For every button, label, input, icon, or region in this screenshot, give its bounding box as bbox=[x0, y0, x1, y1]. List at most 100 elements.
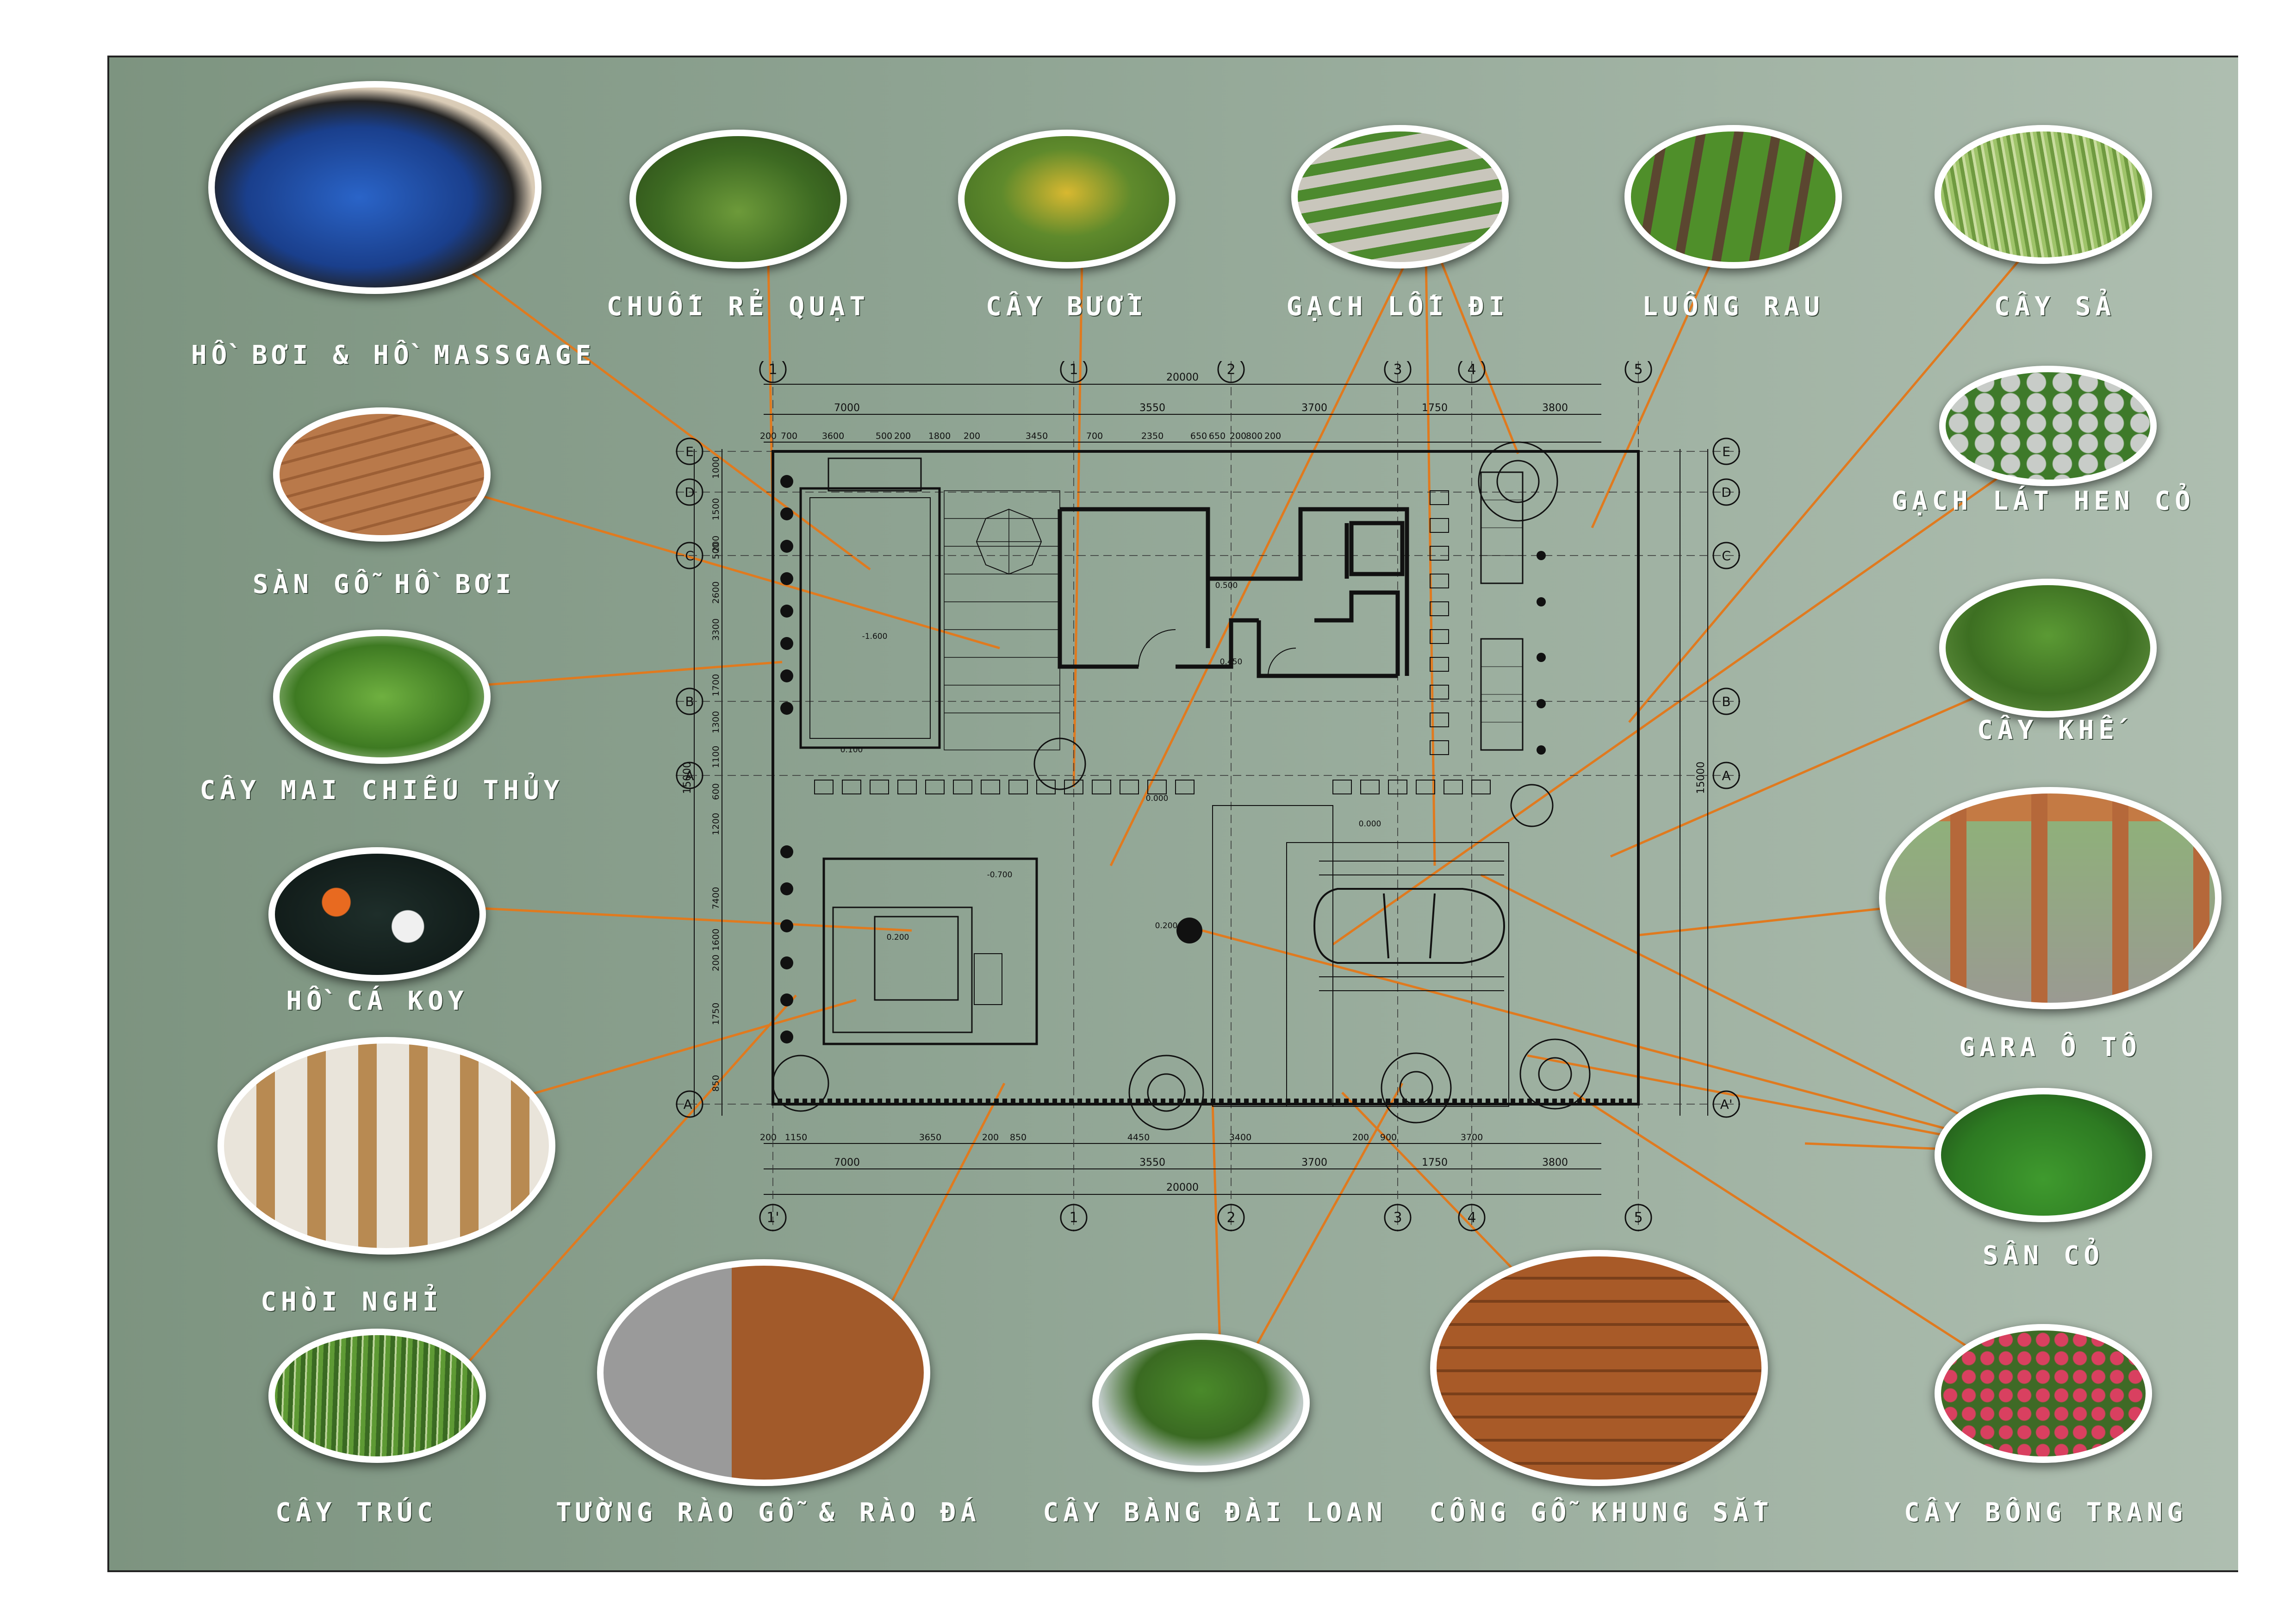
dim-top-sub-10: 650 bbox=[1190, 431, 1207, 441]
label-lemongrass: CÂY SẢ bbox=[1994, 292, 2116, 322]
vegetable-beds-photo bbox=[1624, 125, 1842, 269]
dim-top-2: 3700 bbox=[1301, 402, 1327, 414]
dim-left-2: 200 bbox=[711, 536, 721, 552]
level-mark-3: 0.000 bbox=[1359, 819, 1381, 829]
axis-bottom-2: 2 bbox=[1226, 1210, 1235, 1226]
bamboo-photo bbox=[268, 1329, 486, 1463]
dim-bottom-sub-0: 200 bbox=[760, 1132, 777, 1143]
dim-bottom-4: 3800 bbox=[1542, 1157, 1568, 1168]
mai-chieu-thuy-photo bbox=[273, 630, 491, 764]
label-fence: TƯỜNG RÀO GỖ & RÀO ĐÁ bbox=[555, 1498, 981, 1528]
dim-left-0: 1000 bbox=[711, 456, 721, 479]
label-terminalia: CÂY BÀNG ĐÀI LOAN bbox=[1043, 1498, 1387, 1528]
label-fan-palm: CHUỐI RẺ QUẠT bbox=[606, 292, 870, 322]
dim-left-14: 1750 bbox=[711, 1003, 721, 1025]
dim-bottom-sub-8: 900 bbox=[1380, 1132, 1397, 1143]
gazebo-photo bbox=[218, 1037, 555, 1255]
axis-right-1: D bbox=[1721, 485, 1731, 500]
terminalia-photo bbox=[1092, 1333, 1310, 1472]
dim-overall-width-bottom: 20000 bbox=[1166, 1182, 1199, 1193]
dim-bottom-2: 3700 bbox=[1301, 1157, 1327, 1168]
lawn-photo bbox=[1935, 1088, 2152, 1222]
koi-pond-photo bbox=[268, 847, 486, 981]
dim-bottom-1: 3550 bbox=[1139, 1157, 1165, 1168]
axis-bottom-3: 3 bbox=[1393, 1210, 1402, 1226]
garage-photo bbox=[1879, 787, 2221, 1009]
axis-left-5: A' bbox=[684, 1097, 696, 1112]
axis-left-4: A bbox=[685, 768, 694, 783]
axis-bottom-4: 4 bbox=[1467, 1210, 1476, 1226]
level-mark-2: 0.000 bbox=[1146, 794, 1169, 803]
fence-photo bbox=[597, 1259, 930, 1486]
ixora-photo bbox=[1935, 1324, 2152, 1463]
axis-top-3: 3 bbox=[1393, 362, 1402, 378]
dim-left-15: 850 bbox=[711, 1075, 721, 1092]
dim-left-10: 1200 bbox=[711, 813, 721, 835]
level-mark-4: -0.700 bbox=[987, 870, 1013, 880]
lemongrass-photo bbox=[1935, 125, 2152, 264]
site-plan: 2000020000150001500070003550370017503800… bbox=[676, 361, 1740, 1231]
dim-bottom-sub-7: 200 bbox=[1352, 1132, 1369, 1143]
fan-palm-photo bbox=[629, 130, 847, 269]
dim-top-3: 1750 bbox=[1422, 402, 1448, 414]
dim-top-sub-0: 200 bbox=[760, 431, 777, 441]
dim-top-4: 3800 bbox=[1542, 402, 1568, 414]
dim-left-12: 1600 bbox=[711, 929, 721, 951]
level-mark-7: 0.500 bbox=[1215, 581, 1238, 590]
level-mark-8: 0.450 bbox=[1220, 657, 1243, 667]
dim-top-sub-6: 200 bbox=[964, 431, 980, 441]
axis-bottom-5: 5 bbox=[1634, 1210, 1643, 1226]
axis-bottom-0: 1' bbox=[766, 1210, 779, 1226]
gate-photo bbox=[1430, 1250, 1768, 1486]
dim-top-sub-2: 3600 bbox=[822, 431, 844, 441]
dim-bottom-3: 1750 bbox=[1422, 1157, 1448, 1168]
dim-left-4: 2600 bbox=[711, 581, 721, 604]
dim-top-sub-8: 700 bbox=[1086, 431, 1103, 441]
dim-top-sub-5: 1800 bbox=[928, 431, 951, 441]
dim-top-sub-12: 200 bbox=[1230, 431, 1246, 441]
axis-right-4: A bbox=[1722, 768, 1730, 783]
axis-bottom-1: 1 bbox=[1069, 1210, 1078, 1226]
label-pool: HỒ BƠI & HỒ MASSGAGE bbox=[191, 340, 596, 370]
level-mark-6: 0.200 bbox=[1155, 921, 1178, 931]
label-gate: CỔNG GỖ KHUNG SẮT bbox=[1429, 1498, 1773, 1528]
label-garage: GARA Ô TÔ bbox=[1959, 1032, 2141, 1062]
axis-left-0: E bbox=[685, 444, 694, 459]
dim-overall-depth-right: 15000 bbox=[1695, 762, 1707, 794]
dim-top-sub-9: 2350 bbox=[1141, 431, 1164, 441]
dim-top-sub-14: 200 bbox=[1264, 431, 1281, 441]
axis-top-1: 1 bbox=[1069, 362, 1078, 378]
axis-top-4: 4 bbox=[1467, 362, 1476, 378]
label-vegetable-beds: LUỐNG RAU bbox=[1642, 292, 1824, 322]
label-pool-deck: SÀN GỖ HỒ BƠI bbox=[252, 569, 516, 600]
axis-right-2: C bbox=[1722, 548, 1731, 563]
dim-top-sub-13: 800 bbox=[1246, 431, 1263, 441]
dim-left-6: 1700 bbox=[711, 674, 721, 696]
dim-top-sub-3: 500 bbox=[876, 431, 892, 441]
label-bamboo: CÂY TRÚC bbox=[275, 1498, 437, 1528]
pool-deck-photo bbox=[273, 407, 491, 542]
dim-left-8: 1100 bbox=[711, 746, 721, 768]
dim-bottom-sub-5: 4450 bbox=[1127, 1132, 1150, 1143]
dim-left-9: 600 bbox=[711, 783, 721, 800]
label-path-tile: GẠCH LỐI ĐI bbox=[1286, 292, 1509, 322]
pool-photo bbox=[208, 81, 541, 294]
dim-left-11: 7400 bbox=[711, 887, 721, 909]
dim-left-5: 3300 bbox=[711, 618, 721, 641]
dim-top-sub-4: 200 bbox=[894, 431, 911, 441]
axis-right-0: E bbox=[1722, 444, 1730, 459]
axis-right-3: B bbox=[1722, 694, 1730, 709]
dim-bottom-sub-3: 200 bbox=[982, 1132, 999, 1143]
dim-top-sub-1: 700 bbox=[781, 431, 797, 441]
axis-right-5: A' bbox=[1720, 1097, 1733, 1112]
path-tile-photo bbox=[1291, 125, 1509, 269]
level-mark-5: 0.200 bbox=[887, 933, 909, 942]
axis-top-2: 2 bbox=[1226, 362, 1235, 378]
dim-bottom-0: 7000 bbox=[834, 1157, 860, 1168]
level-mark-0: -1.600 bbox=[862, 632, 888, 641]
label-mai-chieu-thuy: CÂY MAI CHIẾU THỦY bbox=[199, 775, 564, 806]
axis-left-2: C bbox=[685, 548, 694, 563]
label-lawn: SÂN CỎ bbox=[1982, 1241, 2104, 1271]
dim-bottom-sub-6: 3400 bbox=[1229, 1132, 1251, 1143]
axis-left-3: B bbox=[685, 694, 694, 709]
